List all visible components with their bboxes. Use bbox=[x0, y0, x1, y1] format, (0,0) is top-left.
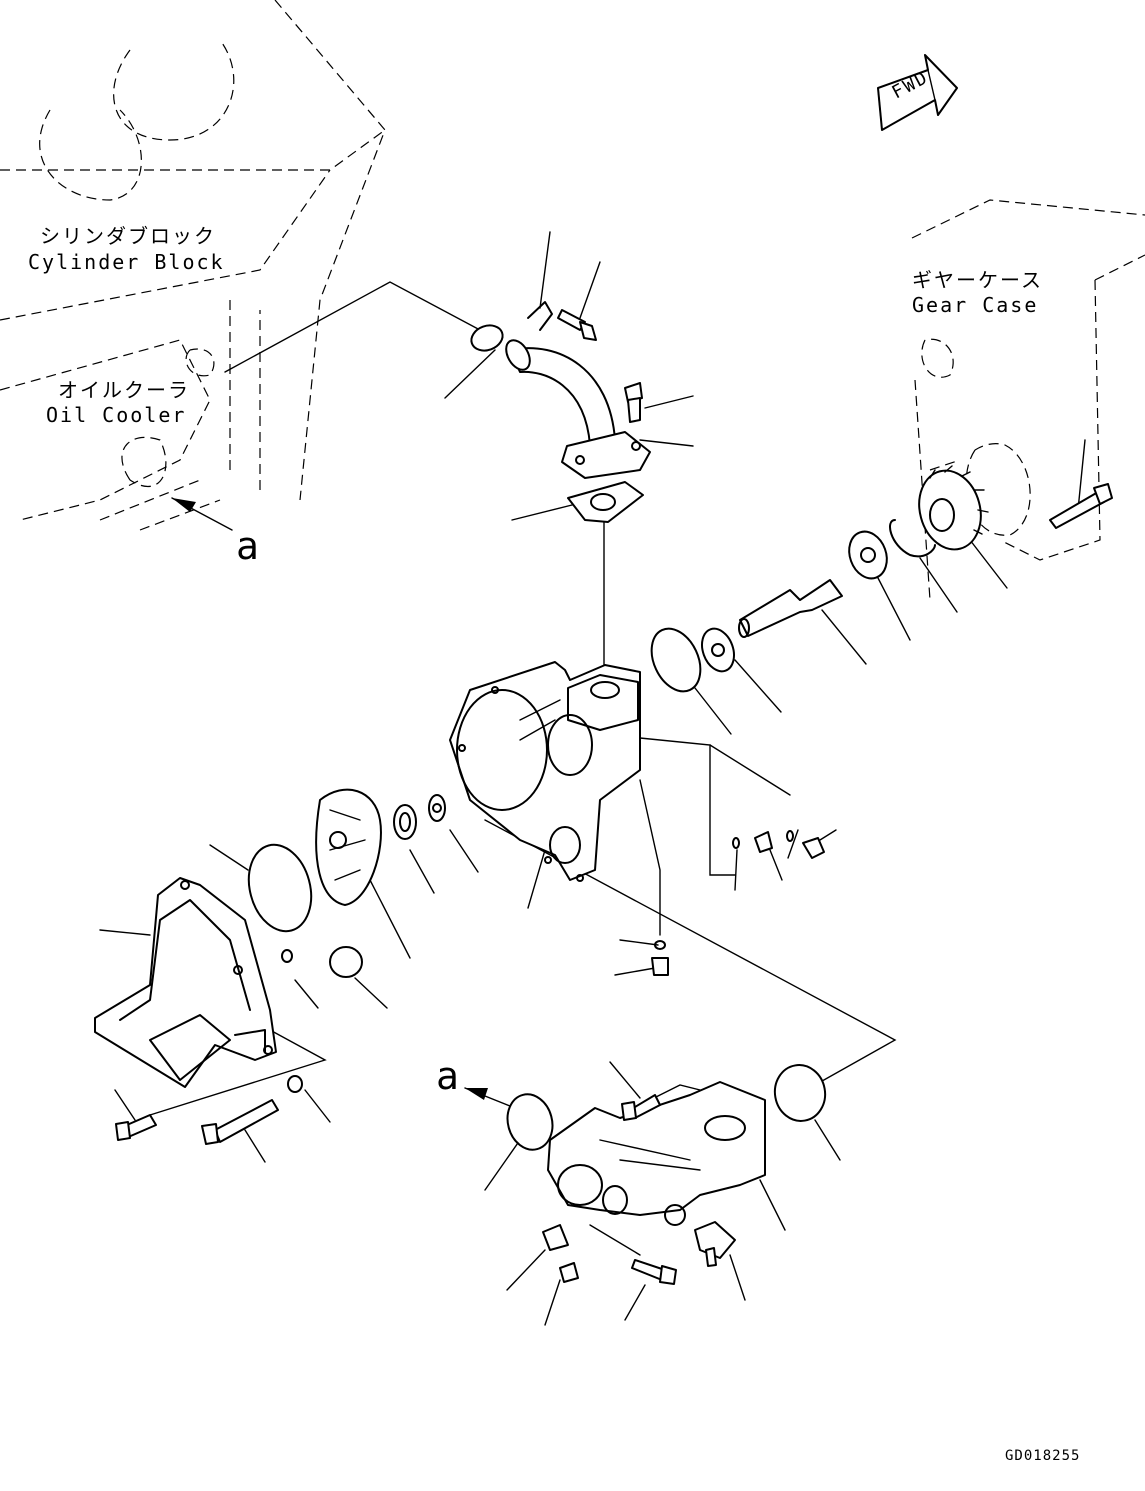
gear-case-label-en: Gear Case bbox=[912, 293, 1039, 317]
gear-case-outline bbox=[911, 199, 1145, 601]
small-o-ring-3 bbox=[654, 940, 666, 950]
bottom-plug-2 bbox=[559, 1262, 579, 1283]
bottom-bolt bbox=[631, 1259, 677, 1285]
elbow-bolt-side bbox=[624, 382, 643, 423]
snap-ring bbox=[889, 519, 936, 558]
callout-arrows bbox=[171, 497, 516, 1109]
seal-bearing bbox=[428, 794, 446, 822]
thermostat-bolt bbox=[621, 1094, 661, 1121]
leader-lines bbox=[99, 231, 1086, 1326]
callout-a-lower: a bbox=[436, 1054, 459, 1098]
plug-2 bbox=[802, 837, 825, 859]
oil-cooler-label-jp: オイルクーラ bbox=[58, 378, 190, 402]
small-o-ring-5 bbox=[329, 946, 363, 978]
housing-o-ring bbox=[650, 627, 702, 693]
elbow-gasket bbox=[567, 481, 644, 523]
callout-a-upper: a bbox=[236, 524, 259, 568]
elbow-clip bbox=[527, 301, 553, 331]
drawing-code: GD018255 bbox=[1005, 1448, 1081, 1464]
connector-elbow-pipe bbox=[505, 339, 651, 479]
sensor-fitting bbox=[694, 1221, 736, 1267]
washer bbox=[287, 1075, 303, 1093]
drive-gear bbox=[918, 465, 989, 551]
elbow-bolt-top bbox=[557, 309, 597, 341]
bearing-front bbox=[701, 627, 735, 673]
small-o-ring-1 bbox=[732, 837, 740, 849]
thermostat-housing bbox=[547, 1081, 766, 1226]
pipe-o-ring bbox=[470, 324, 504, 352]
cover-o-ring bbox=[247, 843, 313, 933]
lower-o-ring-left bbox=[506, 1093, 554, 1151]
cover-bolt-short bbox=[115, 1114, 157, 1141]
cylinder-block-outline bbox=[0, 0, 386, 531]
cylinder-block-label-en: Cylinder Block bbox=[28, 250, 225, 274]
impeller bbox=[315, 788, 382, 906]
bearing-rear bbox=[848, 530, 888, 580]
pump-cover bbox=[94, 877, 277, 1088]
small-o-ring-2 bbox=[786, 830, 794, 842]
pump-shaft bbox=[738, 579, 843, 638]
plug-1 bbox=[754, 831, 773, 853]
cylinder-block-label-jp: シリンダブロック bbox=[40, 224, 216, 248]
gear-case-label-jp: ギヤーケース bbox=[912, 268, 1043, 292]
pump-housing bbox=[449, 661, 641, 882]
plug-3 bbox=[651, 957, 669, 976]
cover-bolt-long bbox=[201, 1099, 279, 1145]
small-o-ring-4 bbox=[281, 949, 293, 963]
oil-cooler-label-en: Oil Cooler bbox=[46, 403, 187, 427]
fwd-arrow bbox=[877, 54, 958, 131]
lower-o-ring-right bbox=[773, 1064, 827, 1122]
bottom-plug-1 bbox=[542, 1224, 569, 1251]
gear-bolt bbox=[1049, 483, 1113, 529]
mechanical-seal bbox=[393, 804, 417, 840]
